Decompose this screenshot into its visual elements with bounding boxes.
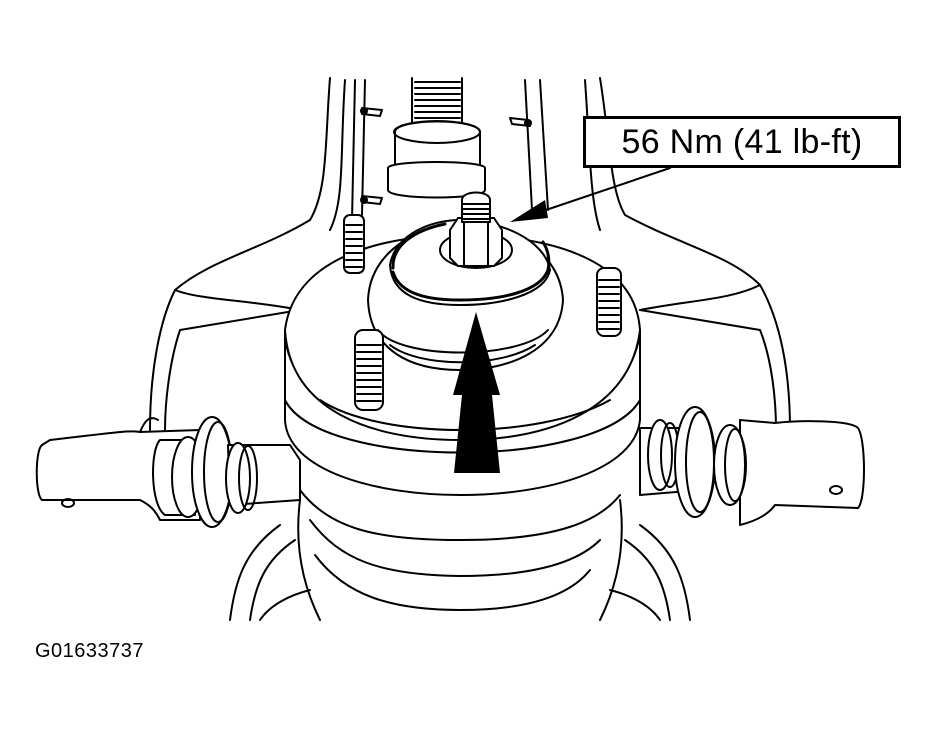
- tower-clips: [360, 107, 532, 205]
- strut-upper-mount: [284, 219, 641, 496]
- stud-left-front: [354, 329, 384, 411]
- torque-callout-leader: [510, 167, 671, 222]
- mount-studs: [343, 214, 622, 411]
- left-control-arm: [35, 416, 301, 528]
- torque-spec-label: 56 Nm (41 lb-ft): [621, 122, 863, 161]
- right-control-arm: [639, 406, 865, 526]
- strut-upper-nut: [439, 191, 513, 269]
- stud-left-rear: [343, 214, 365, 274]
- stud-right: [596, 267, 622, 337]
- direction-arrow-up-icon: [453, 312, 500, 473]
- coil-spring: [229, 489, 691, 621]
- upper-threaded-rod: [387, 77, 486, 199]
- figure-id-label: G01633737: [35, 640, 145, 662]
- torque-spec-callout: 56 Nm (41 lb-ft): [583, 116, 901, 168]
